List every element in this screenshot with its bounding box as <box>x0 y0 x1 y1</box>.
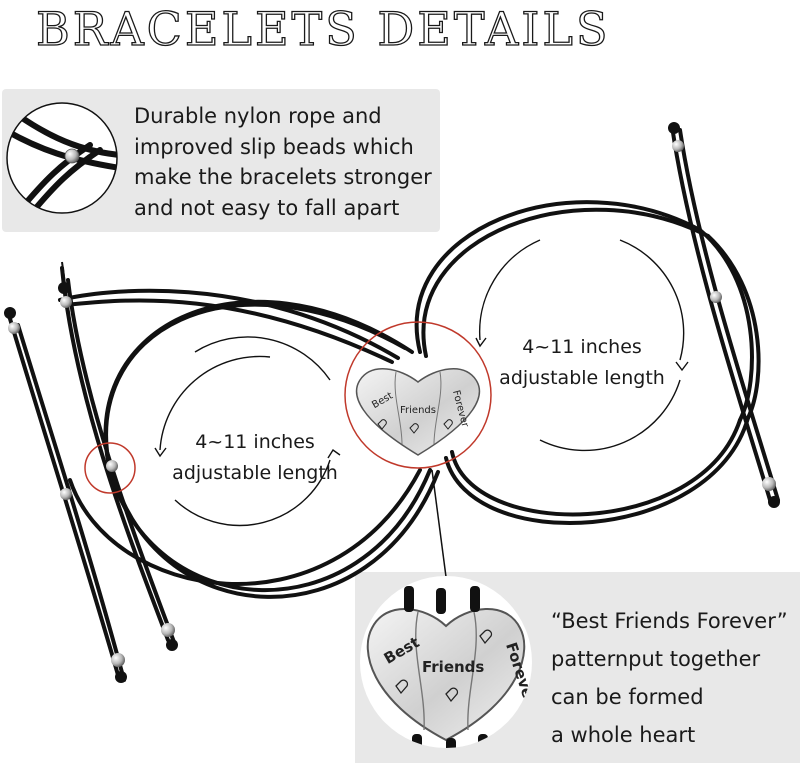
heart-pendant: Best Friends Forever <box>355 368 481 456</box>
pendant-word: Friends <box>400 405 436 416</box>
material-line: improved slip beads which <box>134 134 414 159</box>
pendant-highlight-circle <box>344 321 492 469</box>
right-length-label: 4~11 inches adjustable length <box>492 332 672 394</box>
material-line: make the bracelets stronger <box>134 165 432 189</box>
page-title: Bracelets Details <box>35 1 611 56</box>
material-line: and not easy to fall apart <box>134 195 400 220</box>
length-size: 4~11 inches <box>195 431 315 453</box>
pattern-line: “Best Friends Forever” <box>551 609 788 633</box>
pattern-line: patternput together <box>551 647 761 671</box>
bead <box>762 477 776 491</box>
length-size: 4~11 inches <box>522 336 642 358</box>
cord-closeup-circle <box>6 102 118 214</box>
right-bracelet-cords <box>414 124 780 526</box>
cord-knots <box>4 122 780 683</box>
bead <box>106 460 118 472</box>
bead <box>8 322 20 334</box>
pattern-line: a whole heart <box>551 723 696 747</box>
bead-highlight-circle <box>84 442 136 494</box>
bead <box>710 291 722 303</box>
material-line: Durable nylon rope and <box>134 104 382 128</box>
bead <box>672 140 684 152</box>
bead <box>60 296 72 308</box>
adjust-arrow-left <box>154 336 341 527</box>
bead <box>161 623 175 637</box>
length-label: adjustable length <box>172 462 338 484</box>
length-label: adjustable length <box>499 367 665 389</box>
left-length-label: 4~11 inches adjustable length <box>160 427 350 489</box>
adjust-arrow-right <box>475 239 689 452</box>
bead <box>111 653 125 667</box>
pointer-line <box>431 469 449 593</box>
pendant-closeup-circle: Best Friends Forever <box>360 576 532 748</box>
slip-beads <box>8 140 776 667</box>
bead <box>60 488 72 500</box>
pattern-line: can be formed <box>551 685 704 709</box>
pattern-callout-text: “Best Friends Forever” patternput togeth… <box>551 602 799 754</box>
pendant-word-large: Friends <box>422 658 484 676</box>
material-callout-text: Durable nylon rope and improved slip bea… <box>134 101 434 223</box>
